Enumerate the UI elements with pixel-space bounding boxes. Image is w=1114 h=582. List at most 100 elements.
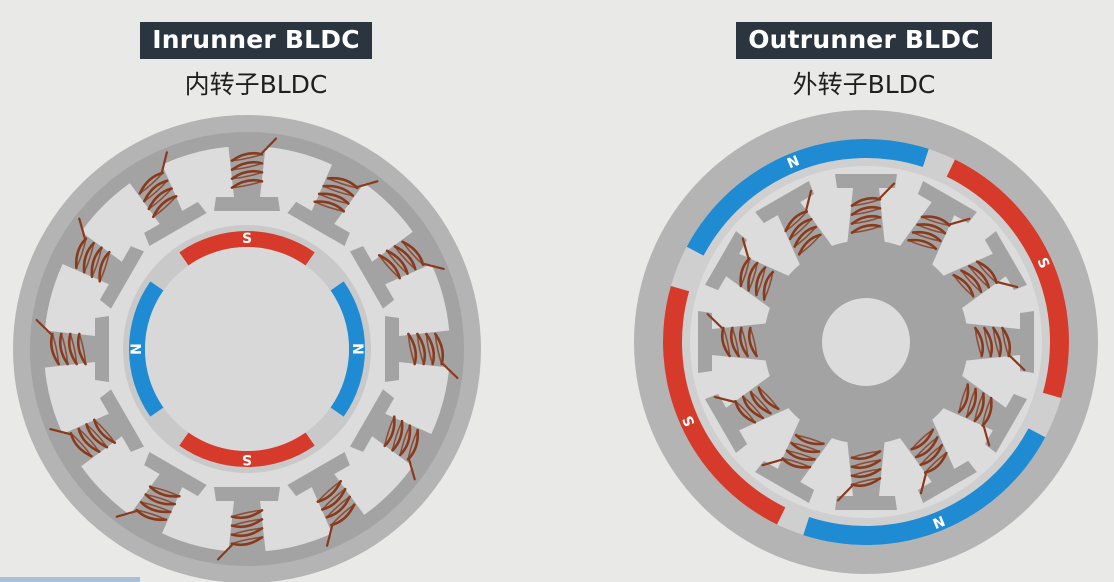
coil-lead-wire bbox=[706, 312, 724, 330]
coil-winding-back bbox=[77, 428, 100, 453]
coil-winding-back bbox=[755, 266, 766, 296]
coil-winding bbox=[973, 392, 985, 423]
coil-winding bbox=[738, 326, 749, 358]
coil-winding-back bbox=[416, 333, 425, 365]
coil-winding bbox=[916, 223, 947, 235]
inrunner-coil bbox=[377, 240, 445, 280]
coil-winding-back bbox=[740, 257, 751, 287]
coil-winding bbox=[76, 332, 87, 366]
coil-winding bbox=[747, 261, 759, 292]
inrunner-coil bbox=[316, 479, 356, 547]
coil-winding-back bbox=[326, 496, 351, 519]
coil-winding bbox=[69, 432, 93, 458]
coil-winding bbox=[383, 415, 396, 448]
coil-winding bbox=[322, 184, 355, 198]
coil-winding bbox=[790, 441, 821, 454]
coil-winding-back bbox=[974, 327, 983, 357]
coil-winding bbox=[754, 266, 767, 297]
coil-winding-back bbox=[910, 428, 934, 450]
coil-winding bbox=[138, 171, 164, 195]
inrunner-magnet-s: S bbox=[179, 432, 315, 468]
coil-winding bbox=[398, 424, 412, 457]
inrunner-magnet-n-label: N bbox=[129, 343, 145, 355]
coil-winding bbox=[230, 169, 264, 180]
coil-lead-wire bbox=[713, 395, 736, 403]
coil-winding-back bbox=[139, 172, 164, 195]
coil-winding-back bbox=[958, 383, 969, 413]
coil-winding bbox=[850, 468, 882, 479]
coil-winding bbox=[330, 503, 356, 527]
coil-winding-back bbox=[91, 246, 103, 278]
coil-winding-back bbox=[786, 449, 816, 461]
inrunner-magnet-n-arc bbox=[330, 281, 365, 417]
outrunner-subtitle: 外转子BLDC bbox=[792, 70, 936, 99]
coil-winding-back bbox=[983, 327, 992, 357]
coil-winding-back bbox=[758, 386, 780, 410]
coil-winding-back bbox=[83, 242, 95, 274]
coil-winding-back bbox=[407, 429, 419, 461]
coil-winding-back bbox=[152, 195, 177, 218]
outrunner-magnet-n-label: N bbox=[785, 153, 802, 172]
coil-lead-wire bbox=[325, 525, 334, 547]
coil-winding bbox=[148, 485, 181, 498]
coil-winding-back bbox=[327, 177, 359, 189]
coil-winding bbox=[67, 332, 78, 366]
outrunner-magnet-n-label: N bbox=[930, 512, 947, 531]
coil-winding bbox=[230, 160, 264, 171]
inrunner-coil bbox=[115, 485, 181, 522]
coil-winding-back bbox=[51, 333, 60, 365]
outrunner-coil bbox=[850, 182, 896, 234]
inrunner-coil bbox=[230, 137, 278, 189]
coil-winding bbox=[741, 395, 765, 420]
coil-winding bbox=[739, 257, 751, 288]
outrunner-shaft-hole bbox=[822, 298, 910, 386]
coil-winding bbox=[920, 215, 951, 227]
coil-winding-back bbox=[70, 432, 93, 457]
outrunner-stator-tooth bbox=[835, 174, 897, 246]
outrunner-magnet-s-arc bbox=[946, 159, 1069, 398]
coil-winding bbox=[82, 241, 96, 274]
coil-winding bbox=[788, 217, 813, 241]
coil-winding-back bbox=[425, 333, 434, 365]
coil-winding bbox=[152, 195, 178, 219]
coil-winding bbox=[90, 246, 103, 279]
inrunner-coil bbox=[35, 318, 87, 366]
outrunner-coil bbox=[974, 326, 1026, 372]
coil-winding-back bbox=[851, 477, 881, 486]
coil-winding bbox=[729, 326, 740, 358]
outrunner-coil bbox=[910, 428, 948, 495]
coil-winding bbox=[401, 240, 425, 266]
coil-winding bbox=[98, 250, 111, 283]
coil-lead-wire bbox=[441, 362, 459, 380]
inrunner-coil bbox=[216, 509, 264, 561]
coil-winding bbox=[914, 436, 939, 459]
coil-winding bbox=[317, 192, 350, 205]
coil-winding-back bbox=[322, 185, 354, 197]
coil-winding-back bbox=[851, 459, 881, 468]
coil-lead-wire bbox=[115, 510, 138, 518]
coil-winding-back bbox=[915, 436, 939, 458]
coil-winding bbox=[757, 386, 780, 411]
coil-lead-wire bbox=[761, 458, 783, 467]
outrunner-coil bbox=[907, 215, 971, 251]
coil-winding bbox=[967, 264, 991, 289]
inrunner-title-block: Inrunner BLDC 内转子BLDC bbox=[140, 22, 372, 101]
coil-winding-back bbox=[916, 223, 946, 235]
coil-winding bbox=[850, 450, 882, 461]
coil-winding-back bbox=[973, 392, 985, 422]
coil-winding-back bbox=[231, 153, 263, 162]
coil-winding bbox=[919, 443, 944, 467]
coil-lead-wire bbox=[949, 217, 971, 226]
inrunner-subtitle: 内转子BLDC bbox=[184, 70, 328, 99]
coil-winding-back bbox=[148, 187, 173, 210]
coil-winding-back bbox=[231, 162, 263, 171]
coil-winding-back bbox=[912, 231, 942, 242]
coil-winding-back bbox=[742, 395, 764, 419]
coil-winding-back bbox=[960, 269, 982, 293]
coil-winding bbox=[749, 390, 772, 415]
coil-winding-back bbox=[851, 225, 881, 234]
coil-winding-back bbox=[795, 434, 825, 445]
coil-winding-back bbox=[143, 179, 168, 202]
coil-winding-back bbox=[763, 271, 774, 301]
